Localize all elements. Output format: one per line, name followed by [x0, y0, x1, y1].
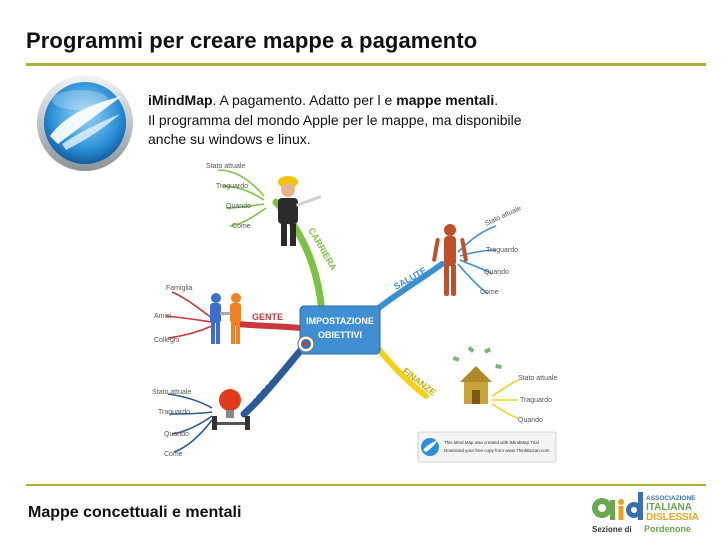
app-name: iMindMap — [148, 92, 213, 108]
finanze-item-2: Traguardo — [520, 397, 552, 404]
description-line-2: Il programma del mondo Apple per le mapp… — [148, 111, 522, 128]
center-line-1: IMPOSTAZIONE — [306, 316, 374, 326]
salute-item-1: Stato attuale — [484, 205, 523, 228]
worker-figure-icon — [278, 176, 322, 246]
crescita-title: CRESCITA — [250, 367, 288, 408]
imindmap-logo-icon — [37, 75, 133, 171]
assoc-city: Pordenone — [644, 524, 691, 534]
description-line-1: iMindMap. A pagamento. Adatto per l e ma… — [148, 92, 499, 108]
gente-item-2: Amici — [154, 313, 172, 320]
footer-title: Mappe concettuali e mentali — [28, 504, 242, 521]
crescita-item-2: Traguardo — [158, 409, 190, 416]
title-divider — [26, 63, 706, 66]
footer-divider — [26, 484, 706, 486]
gente-item-3: Colleghi — [154, 337, 180, 344]
center-line-2: OBIETTIVI — [318, 330, 362, 340]
lightbulb-weights-icon — [212, 389, 250, 430]
salute-item-3: Quando — [484, 269, 509, 276]
anatomy-figure-icon — [432, 224, 468, 296]
description: iMindMap. A pagamento. Adatto per l e ma… — [148, 91, 618, 150]
credit-line-1: This Mind Map was created with iMindMap … — [444, 440, 539, 445]
assoc-line-2: ITALIANA — [646, 502, 692, 513]
trial-credit-box: This Mind Map was created with iMindMap … — [417, 431, 557, 463]
aid-association-logo: ASSOCIAZIONE ITALIANA DISLESSIA Sezione … — [592, 492, 699, 534]
branch-gente-line — [235, 321, 303, 331]
branch-finanze-line — [375, 345, 429, 399]
handshake-figures-icon — [210, 293, 241, 344]
salute-item-4: Come — [480, 289, 499, 296]
center-node: IMPOSTAZIONE OBIETTIVI — [297, 305, 381, 355]
description-line-3: anche su windows e linux. — [148, 131, 311, 147]
carriera-item-2: Traguardo — [216, 183, 248, 190]
gente-title: GENTE — [252, 312, 283, 322]
credit-line-2: Download your free copy from www.ThinkBu… — [444, 448, 550, 453]
branch-crescita-line — [240, 340, 310, 418]
carriera-item-3: Quando — [226, 203, 251, 210]
salute-item-2: Traguardo — [486, 247, 518, 254]
finanze-item-3: Quando — [518, 417, 543, 424]
mind-map-image: Stato attuale Traguardo Quando Come CARR… — [152, 163, 557, 463]
assoc-line-1: ASSOCIAZIONE — [646, 495, 696, 502]
carriera-item-1: Stato attuale — [206, 163, 245, 170]
crescita-item-4: Come — [164, 451, 183, 458]
branch-salute-line — [373, 261, 445, 313]
crescita-item-1: Stato attuale — [152, 389, 191, 396]
gente-item-1: Famiglia — [166, 285, 193, 292]
money-house-icon — [452, 346, 502, 404]
crescita-item-3: Quando — [164, 431, 189, 438]
assoc-line-3: DISLESSIA — [646, 512, 699, 523]
finanze-item-1: Stato attuale — [518, 375, 557, 382]
slide-title: Programmi per creare mappe a pagamento — [26, 28, 478, 53]
emphasis-text: mappe mentali — [396, 92, 495, 108]
carriera-item-4: Come — [232, 223, 251, 230]
assoc-sezione: Sezione di — [592, 525, 632, 534]
